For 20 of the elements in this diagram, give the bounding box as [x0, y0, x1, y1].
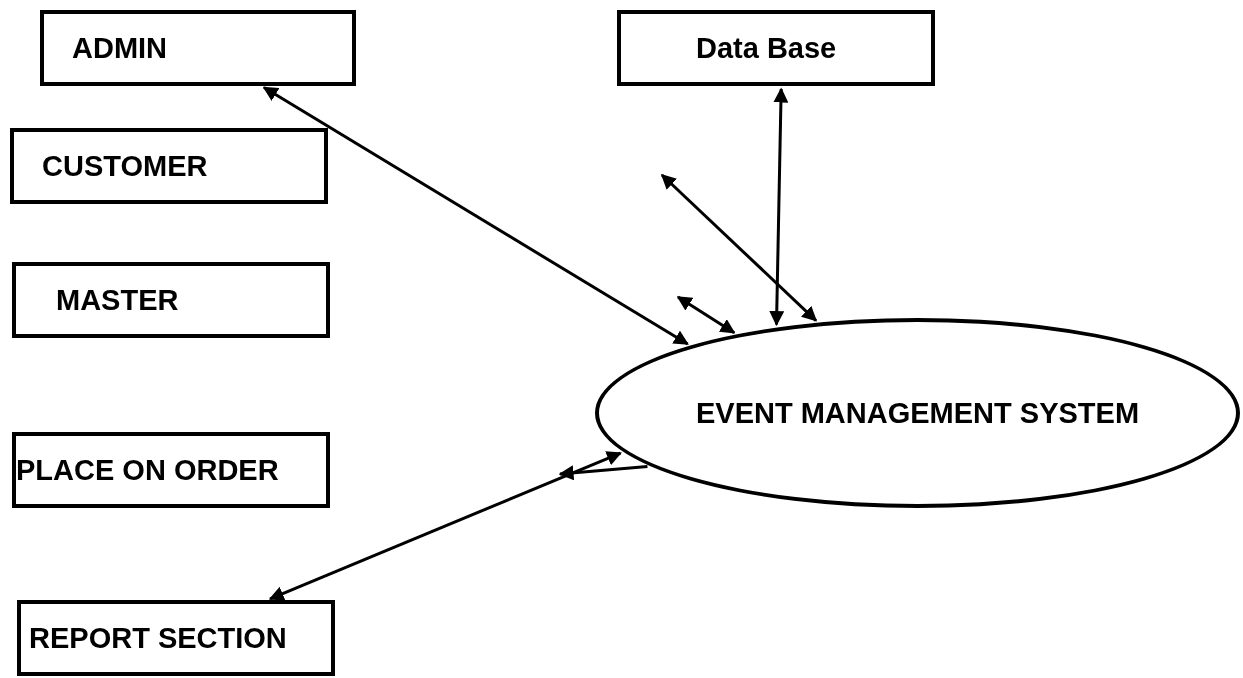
- entity-box: [12, 432, 330, 508]
- node-label: CUSTOMER: [41, 149, 208, 183]
- node-label: PLACE ON ORDER: [16, 453, 279, 487]
- node-label: ADMIN: [71, 31, 168, 65]
- arrow: [558, 465, 648, 481]
- process-ellipse: [595, 318, 1240, 508]
- entity-box: [40, 10, 356, 86]
- node-label: Data Base: [695, 31, 837, 65]
- entity-box: [10, 128, 328, 204]
- arrow: [769, 87, 789, 327]
- entity-box: [17, 600, 335, 676]
- arrow: [262, 86, 689, 346]
- node-label: REPORT SECTION: [28, 621, 287, 655]
- arrow: [268, 451, 622, 601]
- node-label: MASTER: [55, 283, 179, 317]
- arrow: [676, 295, 736, 334]
- arrow: [660, 173, 818, 322]
- node-label: EVENT MANAGEMENT SYSTEM: [695, 396, 1140, 430]
- entity-box: [617, 10, 935, 86]
- entity-box: [12, 262, 330, 338]
